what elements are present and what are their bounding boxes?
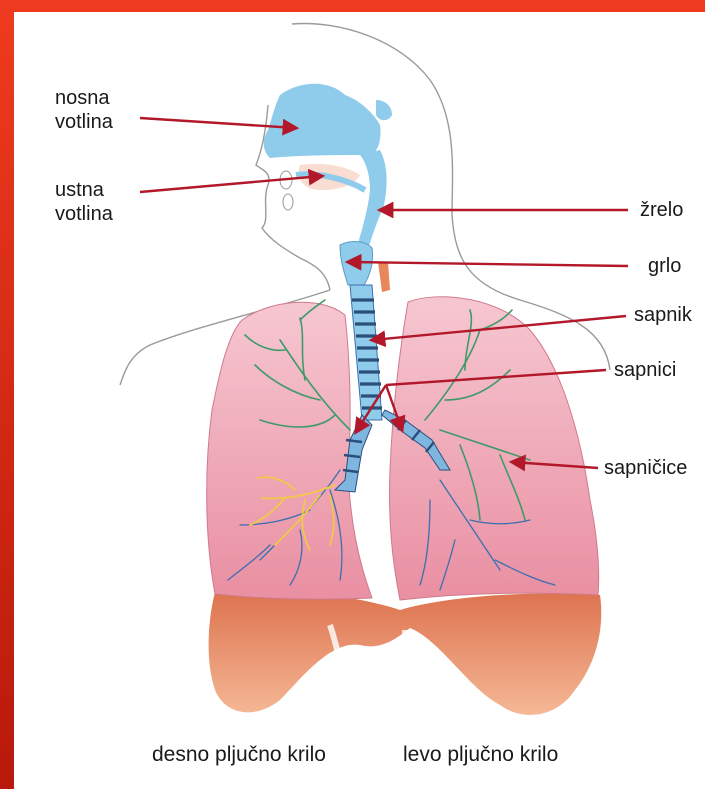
right-lung xyxy=(207,302,372,599)
label-nasal-cavity-line1: nosna xyxy=(55,86,113,110)
label-larynx: grlo xyxy=(648,254,681,278)
label-bronchi: sapnici xyxy=(614,358,676,382)
label-oral-cavity-line1: ustna xyxy=(55,178,113,202)
label-pharynx: žrelo xyxy=(640,198,683,222)
arrow-larynx xyxy=(348,262,628,266)
label-left-lung: levo pljučno krilo xyxy=(403,743,558,767)
label-oral-cavity-line2: votlina xyxy=(55,202,113,226)
diaphragm xyxy=(209,590,602,722)
label-trachea: sapnik xyxy=(634,303,692,327)
label-oral-cavity: ustna votlina xyxy=(55,178,113,226)
larynx xyxy=(340,242,390,292)
arrow-oral-cavity xyxy=(140,176,322,192)
label-nasal-cavity-line2: votlina xyxy=(55,110,113,134)
label-nasal-cavity: nosna votlina xyxy=(55,86,113,134)
label-right-lung: desno pljučno krilo xyxy=(152,743,326,767)
label-bronchioles: sapničice xyxy=(604,456,687,480)
upper-airway xyxy=(264,84,392,250)
